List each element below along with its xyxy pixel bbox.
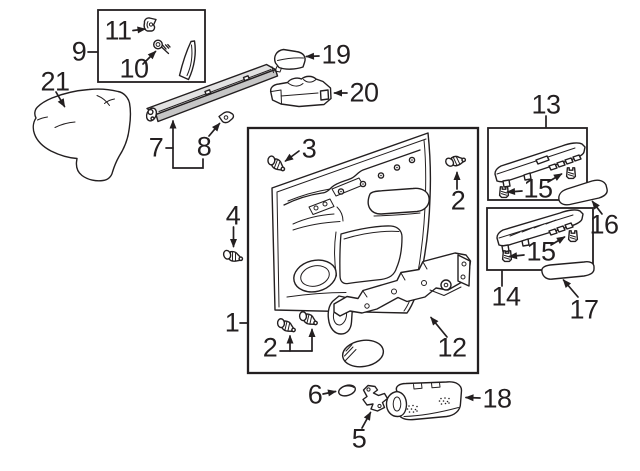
group-box-9 [97,9,206,83]
box-14-frame [486,207,594,271]
switch-panel-13-drawing [494,142,586,188]
part-12-armrest-base [327,252,472,335]
callout-5[interactable]: 5 [351,423,367,454]
part-7-belt-weatherstrip [145,63,279,123]
part-18-courtesy-lamp [385,381,463,421]
callout-7[interactable]: 7 [148,132,164,163]
callout-19[interactable]: 19 [321,39,351,70]
clip-15-right-lower-icon [567,230,579,243]
callout-2-lower[interactable]: 2 [262,332,278,363]
clip-2-lower-right-icon [295,308,321,328]
switch-panel-14-drawing [496,209,584,253]
callout-11[interactable]: 11 [104,15,132,46]
part-16-armrest-pad [558,179,608,206]
callout-14[interactable]: 14 [491,281,521,312]
speckle-texture [406,397,450,413]
clip-3-icon [263,152,289,174]
box-13-frame [487,127,588,201]
callout-1[interactable]: 1 [224,307,240,338]
callout-21[interactable]: 21 [40,66,70,97]
callout-12[interactable]: 12 [437,332,467,363]
clip-8-icon [218,111,235,124]
callout-leader-lines [55,26,603,429]
callout-6[interactable]: 6 [307,379,323,410]
door-trim-panel-drawing [271,132,432,314]
part-17-pad [541,261,595,280]
part-6-cap [338,384,356,397]
box-14-switch-panel [486,207,594,271]
callout-4[interactable]: 4 [225,200,241,231]
callout-2-upper[interactable]: 2 [450,185,466,216]
box-13-switch-panel [487,127,588,201]
part-19-switch-bezel [274,48,306,73]
box-1-frame [246,126,480,375]
part-21-insulator-pad [32,88,132,182]
box-1-door-trim-panel [246,126,480,375]
callout-16[interactable]: 16 [589,209,619,240]
clip-11-icon [143,17,157,32]
corner-trim-icon [178,40,196,81]
callout-13[interactable]: 13 [531,89,561,120]
callout-8[interactable]: 8 [196,131,212,162]
callout-15-upper[interactable]: 15 [523,173,553,204]
callout-15-lower[interactable]: 15 [526,236,556,267]
clip-2-lower-left-icon [273,315,299,335]
callout-9[interactable]: 9 [71,36,87,67]
callout-3[interactable]: 3 [301,133,317,164]
callout-20[interactable]: 20 [349,77,379,108]
callout-10[interactable]: 10 [119,53,149,84]
group-9-frame [97,9,206,83]
part-5-bracket [362,384,389,412]
clip-2-upper-icon [442,151,468,170]
oval-cover-icon [341,339,385,368]
clip-4-icon [220,248,245,264]
callout-17[interactable]: 17 [569,294,599,325]
clip-15-right-upper-icon [565,167,577,180]
callout-18[interactable]: 18 [482,383,512,414]
part-20-window-switch [269,75,332,108]
screw-10-icon [152,39,171,55]
